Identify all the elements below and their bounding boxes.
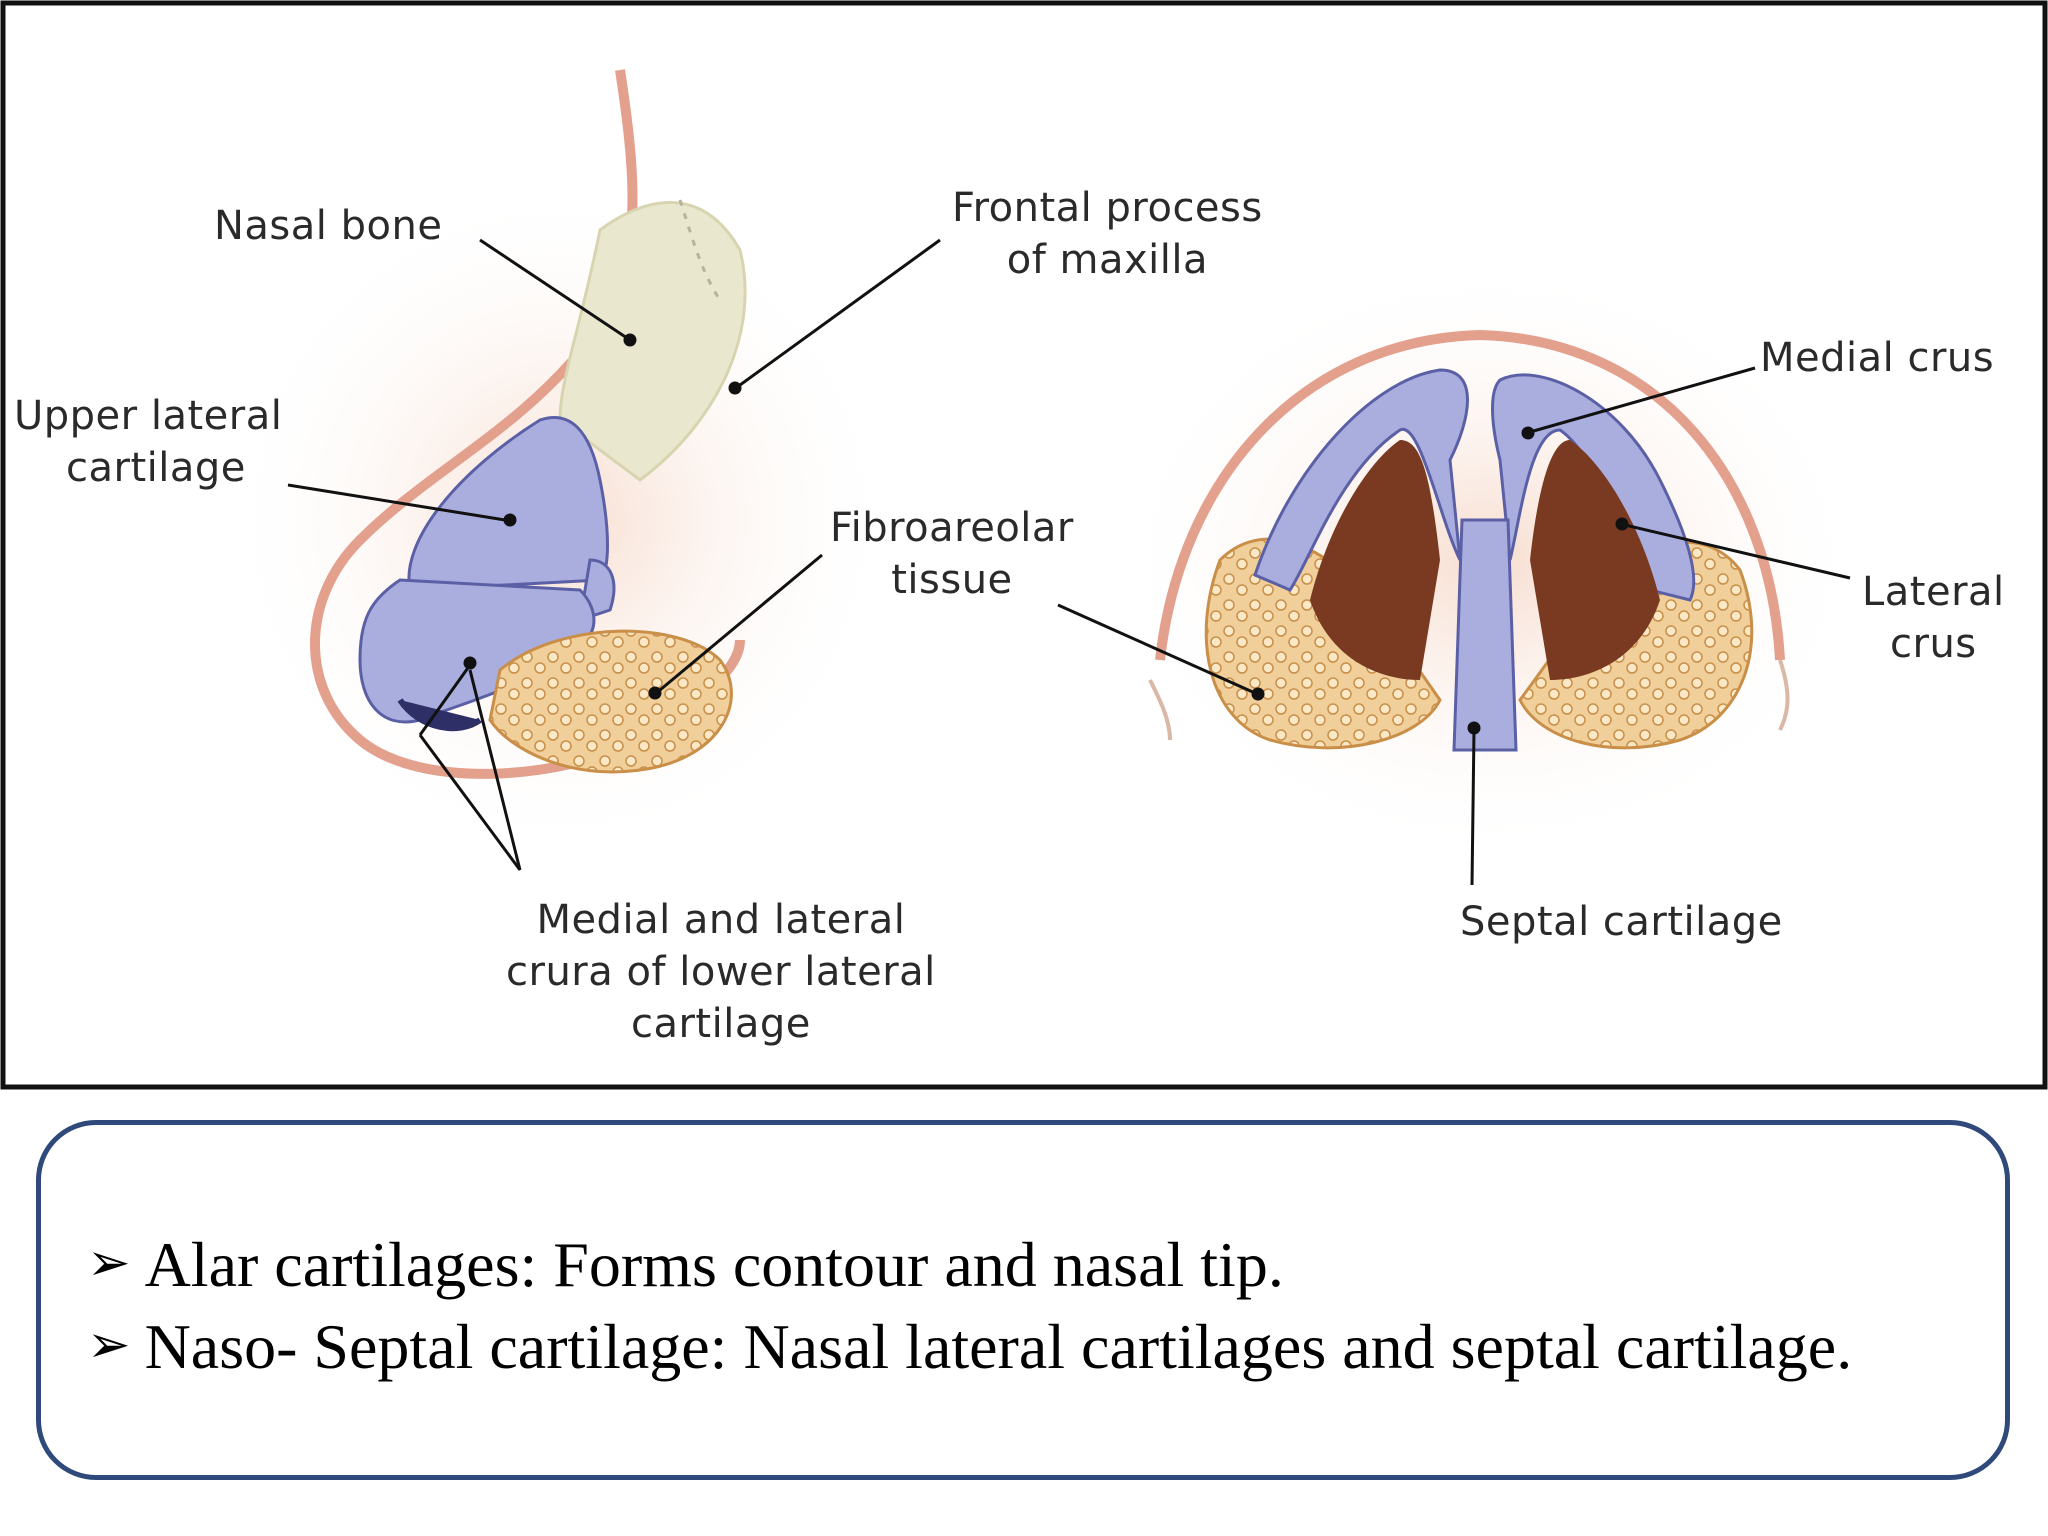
basal-view-nose <box>1057 260 1870 886</box>
label-crura-lower-lateral: Medial and lateral crura of lower latera… <box>506 894 936 1050</box>
note-text: Naso- Septal cartilage: Nasal lateral ca… <box>144 1311 1853 1382</box>
left-nostril <box>1310 440 1440 680</box>
label-frontal-process: Frontal process of maxilla <box>952 182 1263 286</box>
note-text: Alar cartilages: Forms contour and nasal… <box>144 1229 1284 1300</box>
fibroareolar-lateral-shape <box>488 629 733 774</box>
septal-cartilage-shape <box>1452 518 1518 752</box>
label-fibroareolar-line1: Fibroareolar <box>830 505 1074 551</box>
label-upper-lateral-line2: cartilage <box>66 445 246 491</box>
label-upper-lateral-cartilage: Upper lateral cartilage <box>14 390 282 494</box>
label-frontal-process-line1: Frontal process <box>952 185 1263 231</box>
notes-box: ➢Alar cartilages: Forms contour and nasa… <box>36 1120 2010 1480</box>
label-frontal-process-line2: of maxilla <box>1006 237 1208 283</box>
label-fibroareolar-tissue: Fibroareolar tissue <box>830 502 1074 606</box>
label-fibroareolar-line2: tissue <box>891 557 1013 603</box>
note-item: ➢Naso- Septal cartilage: Nasal lateral c… <box>87 1307 1852 1392</box>
label-upper-lateral-line1: Upper lateral <box>14 393 283 439</box>
basal-skin-outline <box>1155 329 1785 661</box>
label-lateral-crus: Lateral crus <box>1862 566 2005 670</box>
right-nostril <box>1530 440 1660 680</box>
left-alar-cartilage <box>1253 368 1469 592</box>
label-crura-line3: cartilage <box>630 1001 811 1047</box>
label-nasal-bone: Nasal bone <box>214 203 443 249</box>
label-septal-cartilage: Septal cartilage <box>1460 899 1783 945</box>
label-lateral-crus-line2: crus <box>1890 621 1977 667</box>
arrow-bullet-icon: ➢ <box>87 1317 131 1374</box>
label-crura-line1: Medial and lateral <box>536 897 906 943</box>
label-crura-line2: crura of lower lateral <box>506 949 936 995</box>
nose-anatomy-illustration <box>0 0 2048 1090</box>
nasal-bone-shape <box>558 201 747 482</box>
lateral-view-nose <box>220 69 941 871</box>
label-medial-crus: Medial crus <box>1760 335 1995 381</box>
arrow-bullet-icon: ➢ <box>87 1235 131 1292</box>
label-lateral-crus-line1: Lateral <box>1862 569 2005 615</box>
anatomy-figure: Nasal bone Frontal process of maxilla Up… <box>0 0 2048 1090</box>
note-item: ➢Alar cartilages: Forms contour and nasa… <box>87 1225 1284 1310</box>
